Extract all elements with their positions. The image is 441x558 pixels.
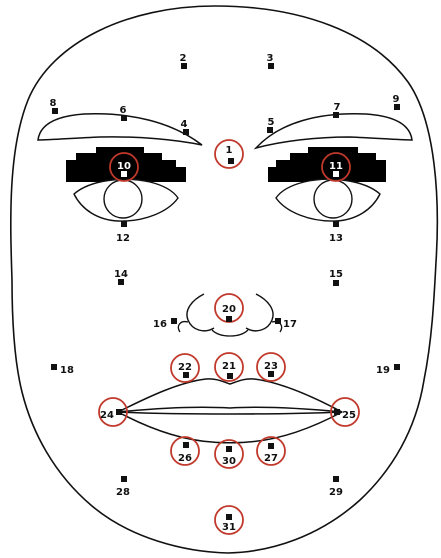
landmark-label-9: 9 xyxy=(393,94,400,105)
landmark-28: 28 xyxy=(116,476,130,498)
landmark-label-19: 19 xyxy=(376,365,390,376)
landmark-label-17: 17 xyxy=(283,319,297,330)
landmark-16: 16 xyxy=(153,318,177,330)
landmark-23: 23 xyxy=(257,353,285,381)
landmark-label-20: 20 xyxy=(222,304,236,315)
landmark-17: 17 xyxy=(275,318,297,330)
landmark-marker-27 xyxy=(268,443,274,449)
left-iris xyxy=(104,180,142,218)
landmark-marker-31 xyxy=(226,514,232,520)
landmark-label-21: 21 xyxy=(222,361,236,372)
landmark-14: 14 xyxy=(114,269,128,285)
landmark-31: 31 xyxy=(215,506,243,534)
landmark-label-25: 25 xyxy=(342,410,356,421)
right-eyebrow xyxy=(256,114,412,148)
landmark-label-28: 28 xyxy=(116,487,130,498)
landmark-marker-28 xyxy=(121,476,127,482)
landmark-30: 30 xyxy=(215,440,243,468)
nose-right-side xyxy=(246,294,273,331)
landmark-3: 3 xyxy=(267,53,274,69)
landmark-8: 8 xyxy=(50,98,58,114)
face-outline xyxy=(11,6,438,553)
landmark-15: 15 xyxy=(329,269,343,286)
landmark-label-14: 14 xyxy=(114,269,128,280)
landmark-label-1: 1 xyxy=(226,145,233,156)
lower-lip xyxy=(118,412,342,443)
landmark-label-24: 24 xyxy=(100,410,114,421)
landmark-label-26: 26 xyxy=(178,453,192,464)
landmark-9: 9 xyxy=(393,94,400,110)
landmark-26: 26 xyxy=(171,437,199,465)
landmark-label-16: 16 xyxy=(153,319,167,330)
landmark-label-6: 6 xyxy=(120,105,127,116)
landmark-marker-13 xyxy=(333,221,339,227)
landmark-marker-24 xyxy=(116,409,122,415)
landmark-marker-17 xyxy=(275,318,281,324)
left-eyebrow xyxy=(38,114,202,145)
landmark-marker-1 xyxy=(228,158,234,164)
landmark-marker-29 xyxy=(333,476,339,482)
landmark-19: 19 xyxy=(376,364,400,376)
nose-base xyxy=(178,322,281,336)
landmark-label-5: 5 xyxy=(268,117,275,128)
landmark-label-18: 18 xyxy=(60,365,74,376)
landmark-marker-19 xyxy=(394,364,400,370)
landmark-marker-15 xyxy=(333,280,339,286)
landmark-marker-30 xyxy=(226,446,232,452)
landmark-marker-12 xyxy=(121,221,127,227)
landmark-18: 18 xyxy=(51,364,74,376)
landmark-label-29: 29 xyxy=(329,487,343,498)
landmark-label-23: 23 xyxy=(264,361,278,372)
landmark-marker-20 xyxy=(226,316,232,322)
landmark-1: 1 xyxy=(215,140,243,168)
landmark-29: 29 xyxy=(329,476,343,498)
landmark-marker-26 xyxy=(183,442,189,448)
landmark-27: 27 xyxy=(257,437,285,465)
landmark-label-7: 7 xyxy=(334,102,341,113)
landmark-marker-21 xyxy=(227,373,233,379)
nose-left-side xyxy=(187,294,214,331)
landmark-5: 5 xyxy=(267,117,275,133)
landmark-label-31: 31 xyxy=(222,522,236,533)
landmark-marker-16 xyxy=(171,318,177,324)
landmark-marker-18 xyxy=(51,364,57,370)
landmark-label-22: 22 xyxy=(178,362,192,373)
landmark-20: 20 xyxy=(215,294,243,322)
landmark-22: 22 xyxy=(171,354,199,382)
landmark-label-2: 2 xyxy=(180,53,187,64)
landmark-label-30: 30 xyxy=(222,456,236,467)
landmark-21: 21 xyxy=(215,353,243,381)
right-iris xyxy=(314,180,352,218)
landmark-label-13: 13 xyxy=(329,233,343,244)
landmark-label-15: 15 xyxy=(329,269,343,280)
landmark-label-11: 11 xyxy=(329,161,343,172)
landmark-2: 2 xyxy=(180,53,187,69)
landmark-label-12: 12 xyxy=(116,233,130,244)
upper-lip xyxy=(118,379,342,412)
landmark-marker-25 xyxy=(334,409,340,415)
landmark-label-3: 3 xyxy=(267,53,274,64)
landmark-label-8: 8 xyxy=(50,98,57,109)
landmark-label-4: 4 xyxy=(181,119,188,130)
landmark-13: 13 xyxy=(329,221,343,244)
landmark-label-10: 10 xyxy=(117,161,131,172)
landmark-12: 12 xyxy=(116,221,130,244)
landmark-label-27: 27 xyxy=(264,453,278,464)
landmark-25: 25 xyxy=(331,398,359,426)
